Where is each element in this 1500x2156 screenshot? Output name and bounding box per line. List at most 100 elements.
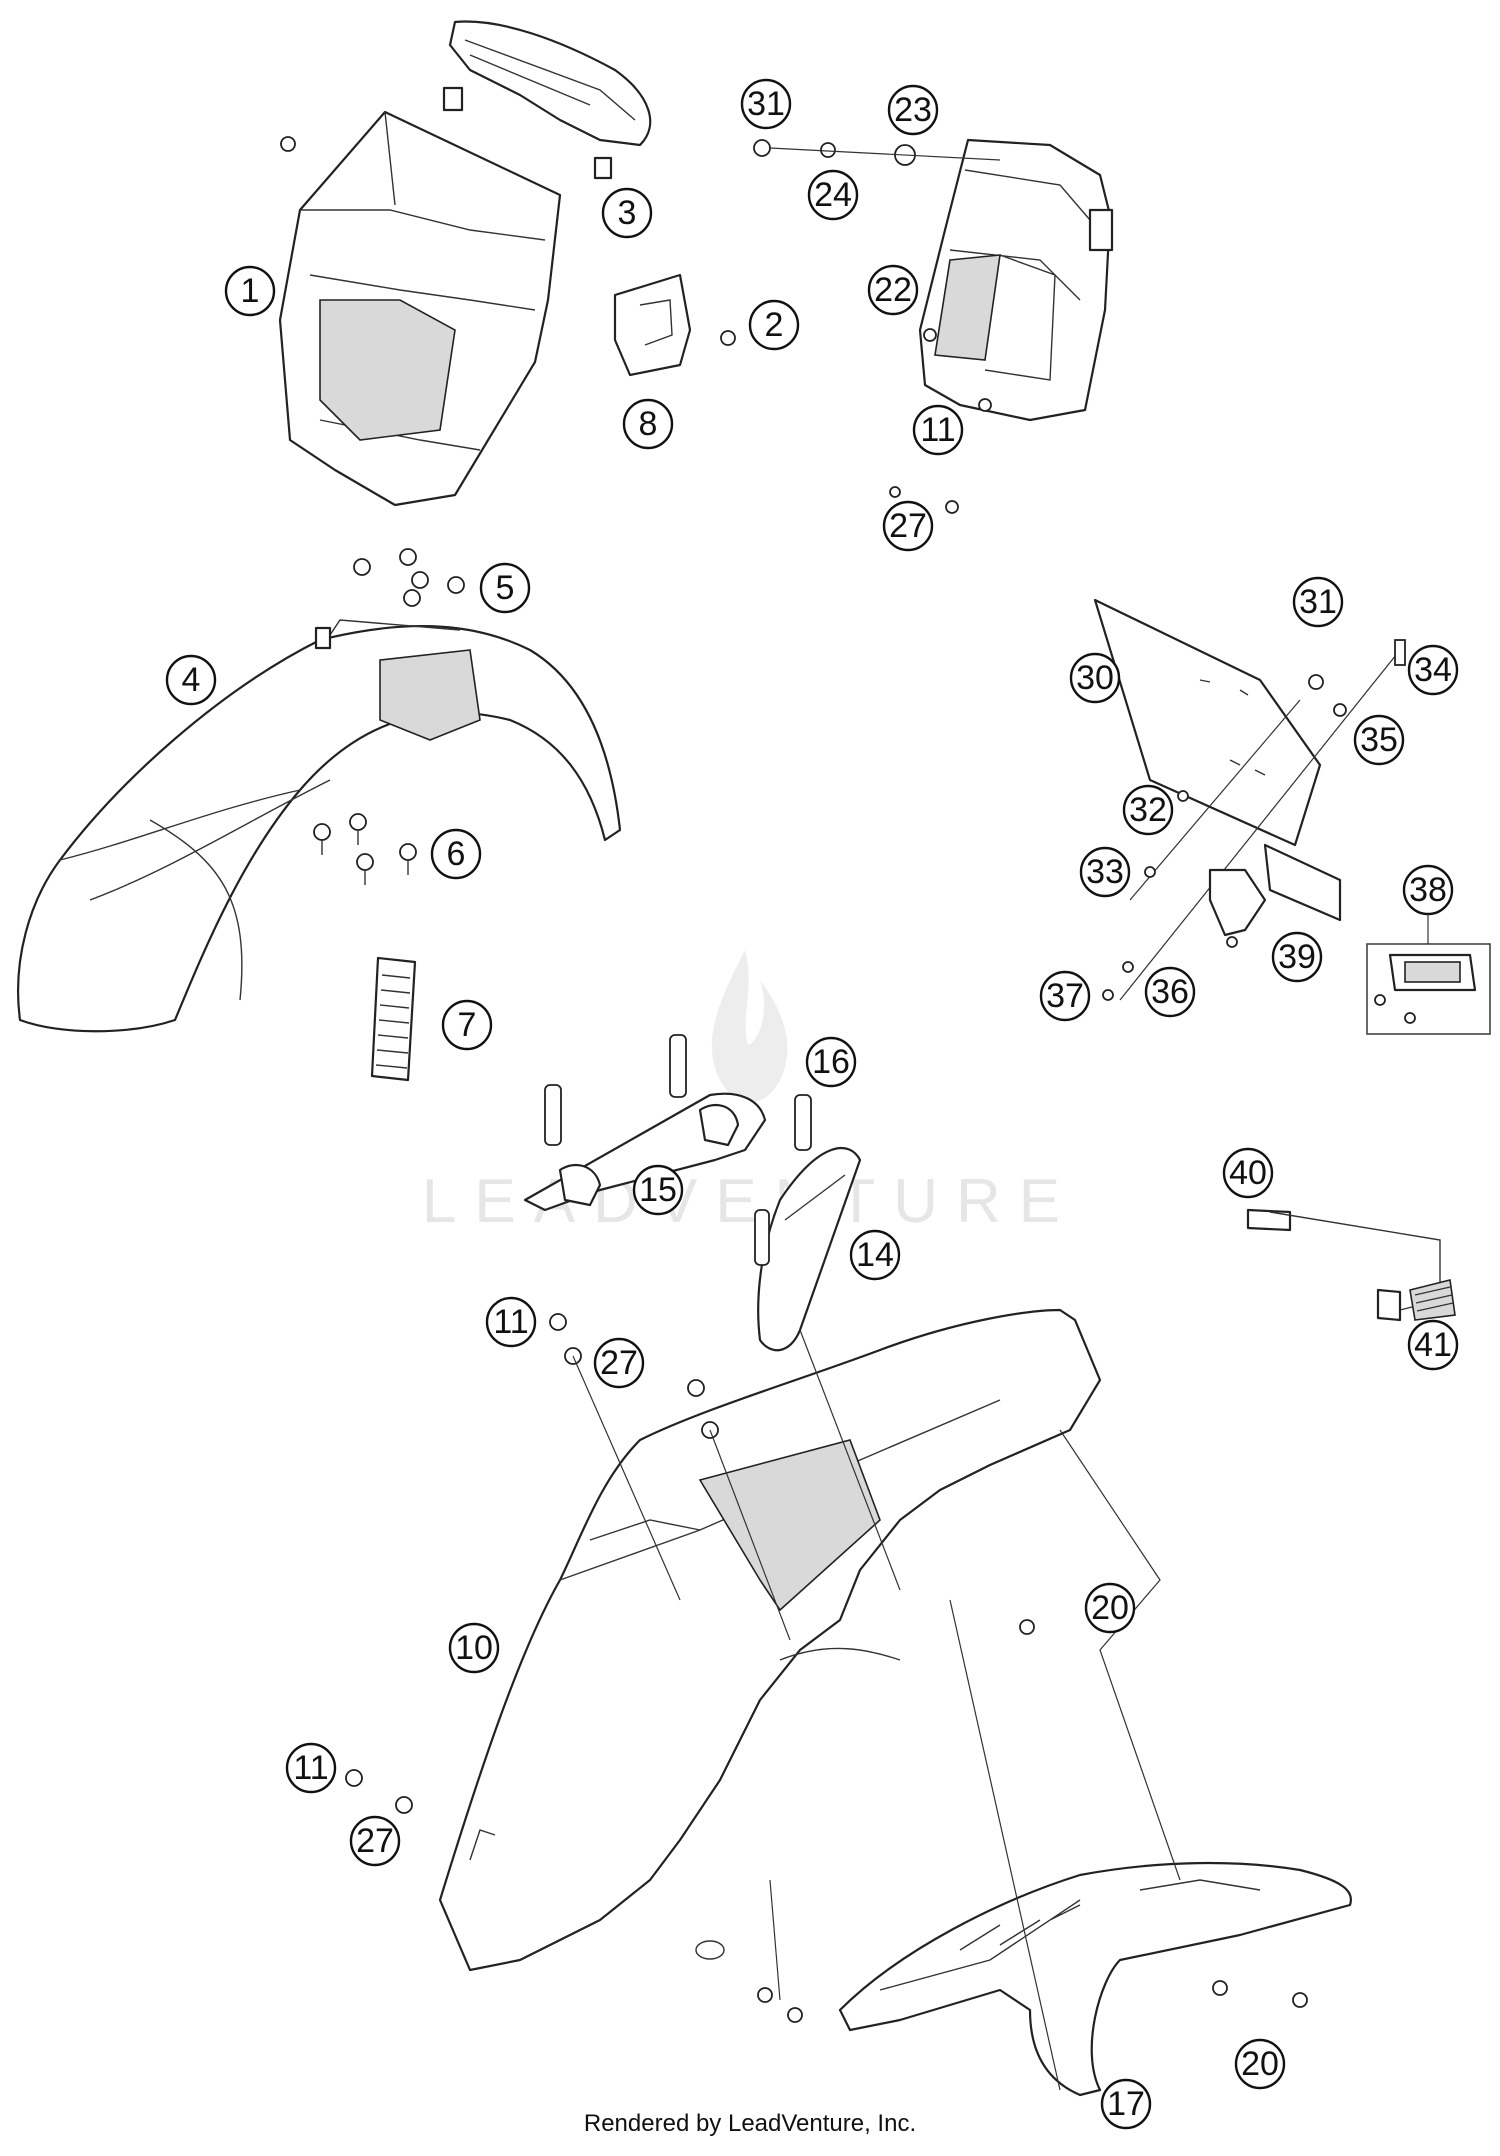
license-plate-holder xyxy=(1093,598,1406,1001)
svg-text:39: 39 xyxy=(1278,938,1316,976)
rear-handle xyxy=(523,1034,812,1212)
fender-screws xyxy=(313,813,417,885)
svg-text:11: 11 xyxy=(293,1749,328,1787)
callout-1: 1 xyxy=(224,265,276,317)
callout-15: 15 xyxy=(632,1164,684,1216)
washer-27-icon xyxy=(889,486,901,498)
side-reflector xyxy=(754,1147,862,1352)
callout-14: 14 xyxy=(849,1229,901,1281)
callout-11-b: 11 xyxy=(485,1296,537,1348)
screw-34-icon xyxy=(1394,639,1406,666)
callout-20-a: 20 xyxy=(1084,1582,1136,1634)
svg-text:7: 7 xyxy=(458,1006,477,1044)
svg-text:24: 24 xyxy=(814,176,852,214)
svg-text:38: 38 xyxy=(1409,871,1447,909)
callout-2: 2 xyxy=(748,299,800,351)
svg-text:16: 16 xyxy=(812,1043,850,1081)
callout-34: 34 xyxy=(1407,644,1459,696)
callout-31-a: 31 xyxy=(740,78,792,130)
clip-3-icon xyxy=(593,156,613,180)
plate-light-cable xyxy=(1246,1208,1456,1322)
callout-40: 40 xyxy=(1222,1147,1274,1199)
svg-text:11: 11 xyxy=(493,1303,528,1341)
screw-31-icon xyxy=(1308,674,1324,690)
svg-text:33: 33 xyxy=(1086,853,1124,891)
svg-text:11: 11 xyxy=(920,411,955,449)
svg-text:1: 1 xyxy=(241,272,260,310)
callout-27-a: 27 xyxy=(882,500,934,552)
svg-text:31: 31 xyxy=(1299,583,1337,621)
screw-31-icon xyxy=(753,139,771,157)
callout-7: 7 xyxy=(441,999,493,1051)
svg-text:22: 22 xyxy=(874,271,912,309)
washer-24-icon xyxy=(820,142,836,158)
svg-text:3: 3 xyxy=(618,194,637,232)
washer-27-icon xyxy=(945,500,959,514)
callout-6: 6 xyxy=(430,828,482,880)
svg-text:36: 36 xyxy=(1151,973,1189,1011)
callout-33: 33 xyxy=(1079,846,1131,898)
screw-20-icon xyxy=(1019,1619,1035,1635)
svg-text:40: 40 xyxy=(1229,1154,1267,1192)
svg-text:31: 31 xyxy=(747,85,785,123)
callout-5: 5 xyxy=(479,562,531,614)
carrier-screw-icon xyxy=(978,398,992,412)
headlight-mask xyxy=(278,110,562,507)
callout-11-a: 11 xyxy=(912,404,964,456)
callout-38: 38 xyxy=(1402,864,1454,916)
svg-text:34: 34 xyxy=(1414,651,1452,689)
screw-11-icon xyxy=(345,1769,363,1787)
svg-text:37: 37 xyxy=(1046,977,1084,1015)
callout-27-b: 27 xyxy=(593,1337,645,1389)
callout-35: 35 xyxy=(1353,714,1405,766)
svg-text:32: 32 xyxy=(1129,791,1167,829)
svg-text:8: 8 xyxy=(639,405,658,443)
top-clip-icon xyxy=(442,86,464,112)
screw-11-icon xyxy=(549,1313,567,1331)
washer-36-icon xyxy=(1122,961,1134,973)
nut-33-icon xyxy=(1144,866,1156,878)
callout-24: 24 xyxy=(807,169,859,221)
svg-text:14: 14 xyxy=(856,1236,894,1274)
watermark-text: LEADVENTURE xyxy=(422,1167,1078,1236)
footer-credit: Rendered by LeadVenture, Inc. xyxy=(583,2110,917,2137)
callout-32: 32 xyxy=(1122,784,1174,836)
callout-27-c: 27 xyxy=(349,1815,401,1867)
svg-text:5: 5 xyxy=(496,569,515,607)
svg-text:30: 30 xyxy=(1076,659,1114,697)
screw-icon xyxy=(787,2007,803,2023)
screw-icon xyxy=(687,1379,705,1397)
subframe-handle xyxy=(838,1861,1353,2097)
washer-32-icon xyxy=(1177,790,1189,802)
washer-icon xyxy=(757,1987,773,2003)
number-plate-carrier xyxy=(918,138,1114,422)
svg-text:23: 23 xyxy=(894,91,932,129)
handle-screw-icon xyxy=(1292,1992,1308,2008)
callout-30: 30 xyxy=(1069,652,1121,704)
callout-10: 10 xyxy=(448,1622,500,1674)
leadventure-watermark: LEADVENTURE xyxy=(422,950,1078,1236)
callout-23: 23 xyxy=(887,84,939,136)
svg-text:17: 17 xyxy=(1107,2085,1145,2123)
washer-27-icon xyxy=(395,1796,413,1814)
callout-37: 37 xyxy=(1039,970,1091,1022)
svg-text:6: 6 xyxy=(447,835,466,873)
fender-nuts xyxy=(353,548,465,607)
nut-37-icon xyxy=(1102,989,1114,1001)
svg-text:41: 41 xyxy=(1414,1326,1452,1364)
callout-16: 16 xyxy=(805,1036,857,1088)
svg-text:27: 27 xyxy=(600,1344,638,1382)
callout-4: 4 xyxy=(165,654,217,706)
svg-text:20: 20 xyxy=(1241,2045,1279,2083)
svg-text:10: 10 xyxy=(455,1629,493,1667)
bracket-screw-icon xyxy=(720,330,736,346)
mask-screw-icon xyxy=(280,136,296,152)
callout-3: 3 xyxy=(601,187,653,239)
callout-11-c: 11 xyxy=(285,1742,337,1794)
fender-decal xyxy=(370,956,417,1082)
callout-22: 22 xyxy=(867,264,919,316)
carrier-screw-icon xyxy=(923,328,937,342)
callout-31-b: 31 xyxy=(1292,576,1344,628)
callout-36: 36 xyxy=(1144,966,1196,1018)
